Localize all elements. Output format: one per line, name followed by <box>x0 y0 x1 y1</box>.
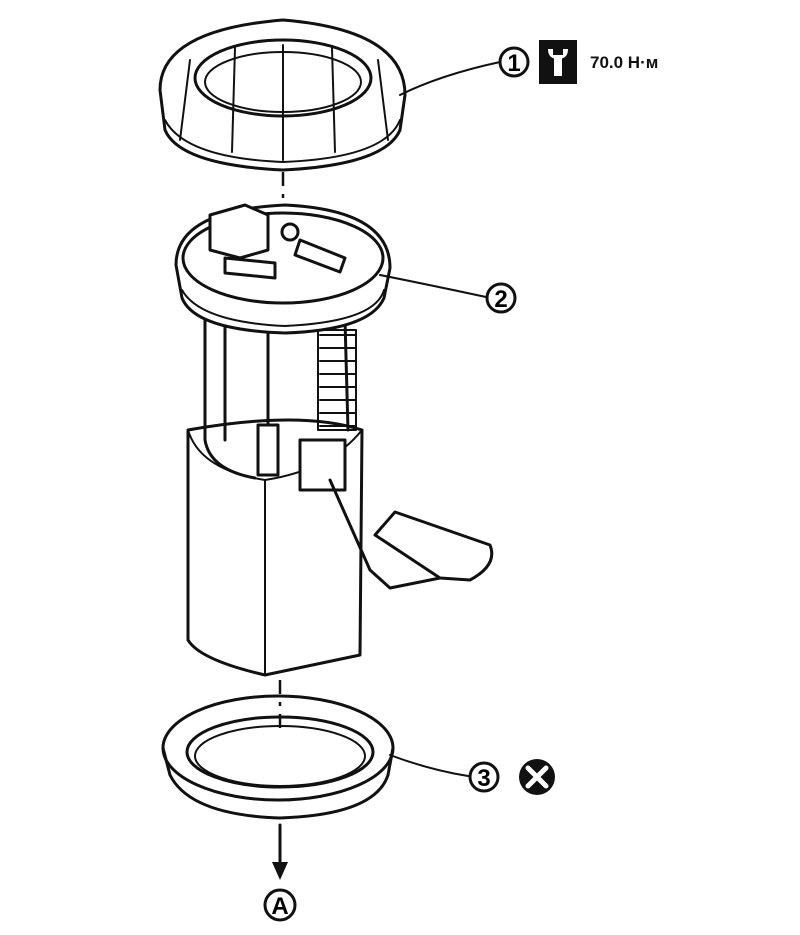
lock-ring-part-1 <box>158 18 407 172</box>
fuel-pump-module-part-2 <box>174 203 494 677</box>
svg-text:3: 3 <box>477 765 490 792</box>
torque-value: 70.0 Н·м <box>590 53 658 72</box>
svg-text:1: 1 <box>507 50 520 77</box>
direction-arrow-to-a <box>272 823 288 880</box>
callout-a: A <box>263 888 297 922</box>
callout-1: 1 <box>498 46 530 78</box>
svg-text:2: 2 <box>494 286 507 313</box>
leader-line-3 <box>389 754 469 777</box>
callout-3: 3 <box>468 761 500 793</box>
leader-line-1 <box>399 61 501 96</box>
callout-2: 2 <box>485 282 517 314</box>
o-ring-part-3 <box>161 694 395 820</box>
do-not-reuse-x-icon <box>519 759 555 795</box>
svg-text:A: A <box>271 893 288 920</box>
torque-wrench-icon <box>539 40 577 84</box>
leader-line-2 <box>379 274 487 298</box>
